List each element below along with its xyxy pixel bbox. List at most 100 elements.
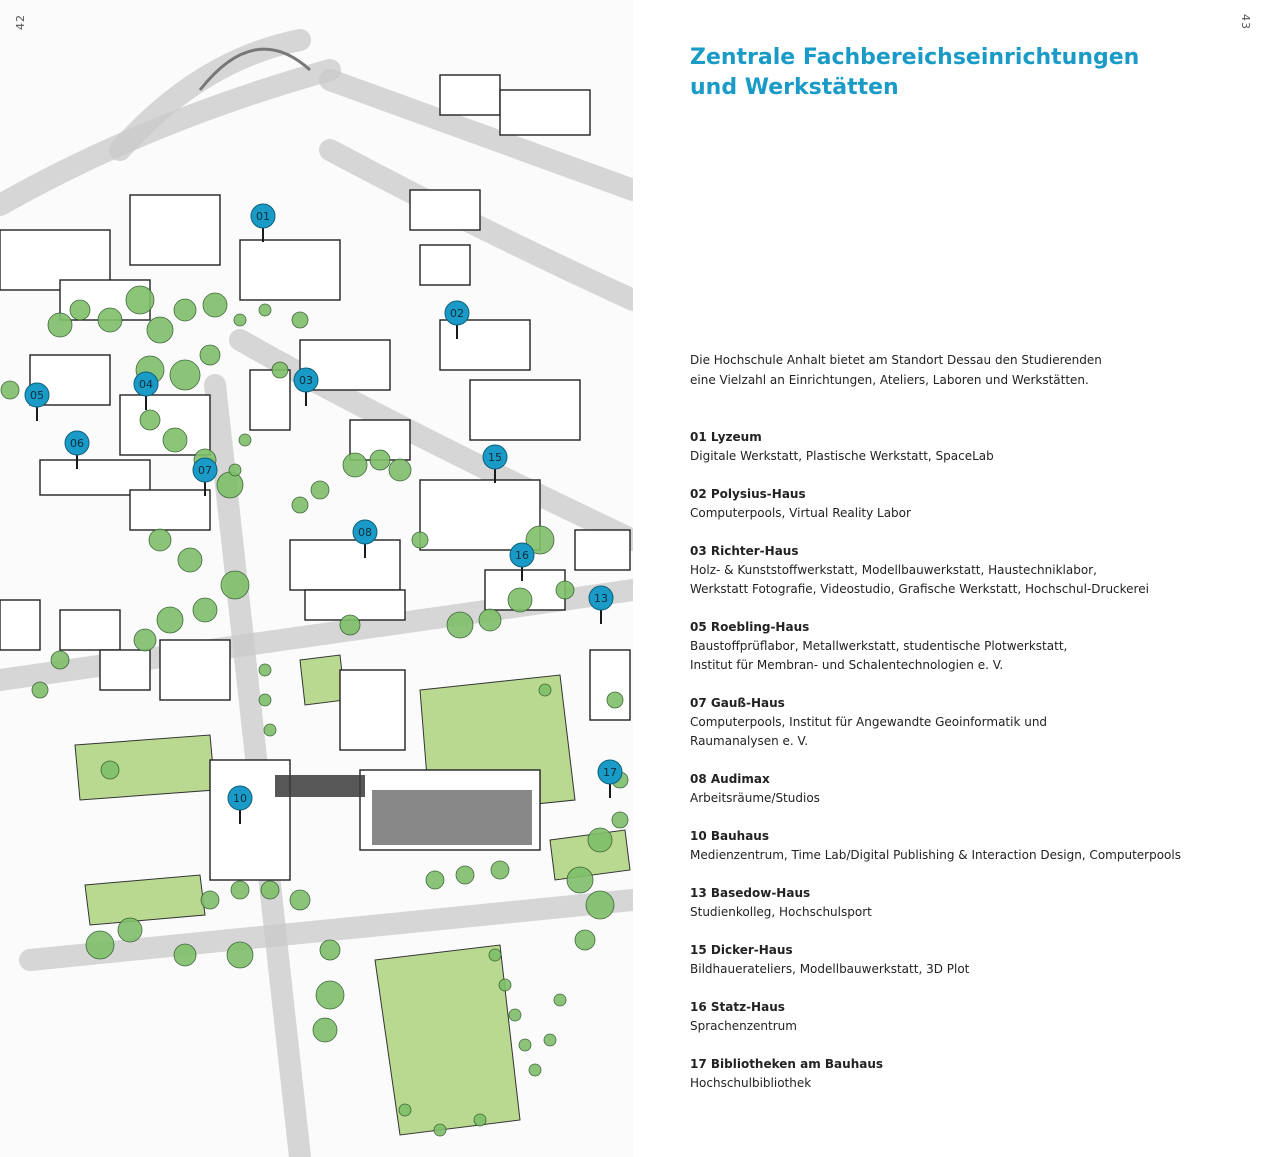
tree — [433, 1123, 447, 1137]
marker-dot — [597, 759, 623, 785]
building — [289, 539, 401, 591]
marker-dot — [133, 371, 159, 397]
building — [159, 639, 231, 701]
tree — [31, 681, 49, 699]
tree — [574, 929, 596, 951]
road — [0, 59, 341, 216]
facility-description-line: Computerpools, Institut für Angewandte G… — [690, 715, 1048, 729]
marker-label: 13 — [594, 592, 608, 605]
location-marker: 06 — [64, 430, 90, 469]
tree — [543, 1033, 557, 1047]
facility-description-line: Computerpools, Virtual Reality Labor — [690, 506, 911, 520]
facility-description-line: Digitale Werkstatt, Plastische Werkstatt… — [690, 449, 994, 463]
tree — [177, 547, 203, 573]
tree — [518, 1038, 532, 1052]
facility-description-line: Medienzentrum, Time Lab/Digital Publishi… — [690, 848, 1181, 862]
marker-dot — [24, 382, 50, 408]
marker-label: 04 — [139, 378, 153, 391]
location-marker: 02 — [444, 300, 470, 339]
facility-description: Hochschulbibliothek — [690, 1074, 1250, 1093]
marker-label: 05 — [30, 389, 44, 402]
tree — [169, 359, 201, 391]
lawn — [374, 944, 521, 1136]
intro-paragraph: Die Hochschule Anhalt bietet am Standort… — [690, 350, 1230, 390]
tree — [508, 1008, 522, 1022]
tree — [369, 449, 391, 471]
road — [19, 889, 633, 971]
location-marker: 01 — [250, 203, 276, 242]
building — [419, 244, 471, 286]
facility-description-line: Bildhauerateliers, Modellbauwerkstatt, 3… — [690, 962, 970, 976]
tree — [192, 597, 218, 623]
facility-description-line: Institut für Membran- und Schalentechnol… — [690, 658, 1004, 672]
tree — [538, 683, 552, 697]
marker-dot — [227, 785, 253, 811]
tree — [146, 316, 174, 344]
tree — [156, 606, 184, 634]
tree — [553, 993, 567, 1007]
facility-description: Medienzentrum, Time Lab/Digital Publishi… — [690, 846, 1250, 865]
tree — [139, 409, 161, 431]
facility-description-line: Hochschulbibliothek — [690, 1076, 812, 1090]
building — [0, 599, 41, 651]
facility-title: 08 Audimax — [690, 772, 770, 786]
glass-facade — [372, 790, 532, 845]
tree — [216, 471, 244, 499]
tree — [258, 663, 272, 677]
facility-title: 16 Statz-Haus — [690, 1000, 785, 1014]
tree — [47, 312, 73, 338]
building — [129, 489, 211, 531]
lawn — [299, 654, 346, 706]
building — [589, 649, 631, 721]
trees-layer — [0, 285, 629, 1137]
tree — [566, 866, 594, 894]
marker-label: 16 — [515, 549, 529, 562]
facility-title: 02 Polysius-Haus — [690, 487, 806, 501]
location-marker: 08 — [352, 519, 378, 558]
building — [469, 379, 581, 441]
tree — [525, 525, 555, 555]
location-marker: 16 — [509, 542, 535, 581]
marker-dot — [588, 585, 614, 611]
tree — [133, 628, 157, 652]
tree — [498, 978, 512, 992]
tree — [148, 528, 172, 552]
tree — [258, 693, 272, 707]
building — [499, 89, 591, 136]
tree — [50, 650, 70, 670]
tree — [315, 980, 345, 1010]
marker-label: 07 — [198, 464, 212, 477]
tree — [202, 292, 228, 318]
facility-description: Bildhauerateliers, Modellbauwerkstatt, 3… — [690, 960, 1250, 979]
marker-dot — [192, 457, 218, 483]
tree — [271, 361, 289, 379]
building — [409, 189, 481, 231]
tree — [220, 570, 250, 600]
tree — [555, 580, 575, 600]
tree — [446, 611, 474, 639]
facility-description-line: Baustoffprüflabor, Metallwerkstatt, stud… — [690, 639, 1068, 653]
location-marker: 04 — [133, 371, 159, 410]
building — [129, 194, 221, 266]
tree — [490, 860, 510, 880]
bridge-wing — [275, 775, 365, 797]
marker-label: 03 — [299, 374, 313, 387]
marker-dot — [352, 519, 378, 545]
tree — [488, 948, 502, 962]
marker-label: 01 — [256, 210, 270, 223]
tree — [117, 917, 143, 943]
tree — [200, 890, 220, 910]
facility-title: 03 Richter-Haus — [690, 544, 799, 558]
tree — [230, 880, 250, 900]
facility-description: Computerpools, Institut für Angewandte G… — [690, 713, 1250, 751]
